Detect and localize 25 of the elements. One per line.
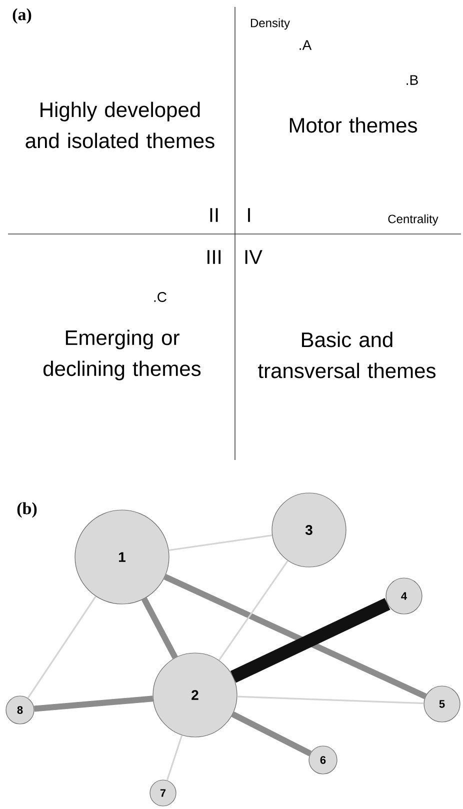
link-line [141,597,178,660]
point-label: .C [154,292,166,302]
axis-label: Density [250,18,290,30]
link-line [27,596,96,699]
quadrant-label: Emerging or declining themes [44,330,201,380]
link-line [237,696,424,704]
link-line [166,734,183,781]
quadrant-label: Basic and transversal themes [258,332,436,378]
axis-label: Centrality [388,214,438,226]
quadrant-number: IV [245,250,262,264]
link-line [230,598,390,683]
point-label: .A [300,40,312,50]
quadrant-number: I [248,208,250,222]
link-line [168,534,272,552]
panel-label: (a) [12,8,32,24]
quadrant-number: II [210,208,218,222]
point-label: .B [406,75,418,85]
link-line [164,574,427,700]
link-line [231,711,312,756]
link-line [34,696,154,712]
quadrant-number: III [208,250,220,264]
link-line [218,560,288,661]
panel-label: (b) [17,502,37,518]
quadrant-label: Highly developed and isolated themes [26,102,214,148]
quadrant-label: Motor themes [290,117,417,133]
